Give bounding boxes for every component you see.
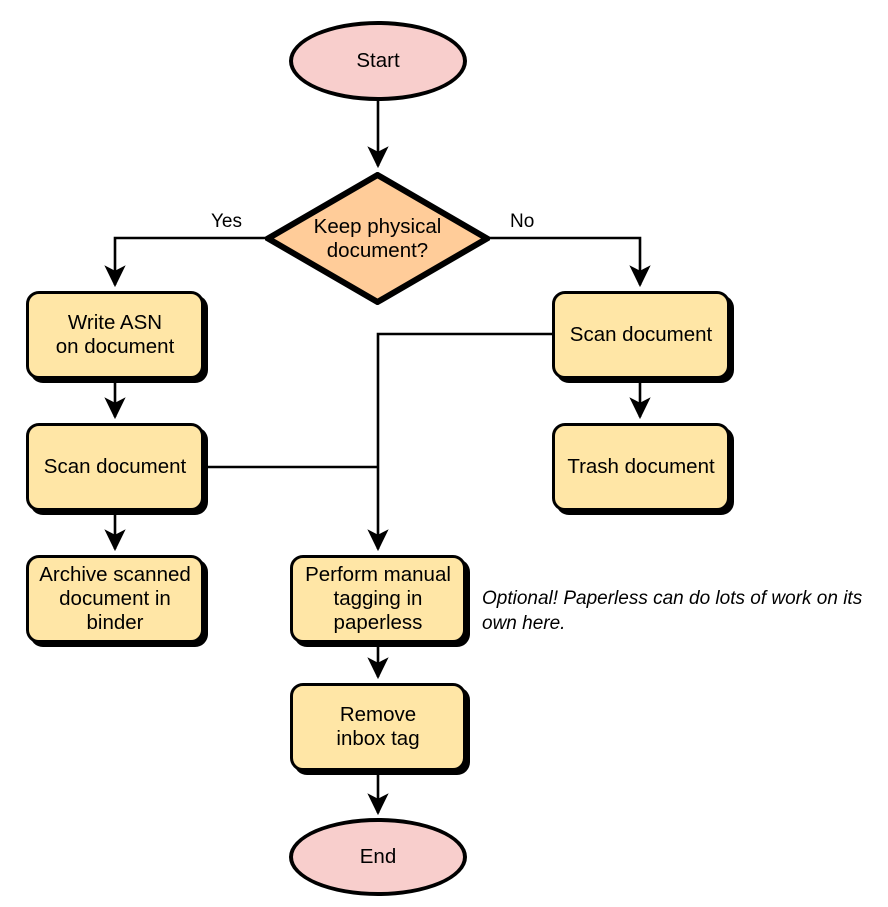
node-remove-inbox-tag-label: Remove inbox tag	[336, 703, 420, 750]
edge-decision-yes-to-write-asn	[104, 236, 265, 288]
node-trash-document[interactable]: Trash document	[552, 423, 730, 511]
node-start-label: Start	[356, 49, 400, 73]
node-start[interactable]: Start	[289, 21, 467, 101]
node-archive-label: Archive scanned document in binder	[39, 563, 191, 634]
node-perform-manual-tagging[interactable]: Perform manual tagging in paperless	[290, 555, 466, 643]
annotation-optional-note: Optional! Paperless can do lots of work …	[482, 588, 863, 634]
edge-label-no: No	[510, 211, 535, 232]
node-end-label: End	[359, 845, 397, 869]
node-scan-document-right[interactable]: Scan document	[552, 291, 730, 379]
node-scan-document-left[interactable]: Scan document	[26, 423, 204, 511]
edge-scan-right-to-manual-tagging	[367, 332, 552, 552]
node-manual-tagging-label: Perform manual tagging in paperless	[305, 563, 451, 634]
node-decision-label: Keep physical document?	[313, 214, 442, 262]
edge-label-yes: Yes	[211, 211, 242, 232]
node-remove-inbox-tag[interactable]: Remove inbox tag	[290, 683, 466, 771]
node-scan-document-left-label: Scan document	[43, 455, 187, 479]
node-write-asn-on-document[interactable]: Write ASN on document	[26, 291, 204, 379]
node-end[interactable]: End	[289, 818, 467, 896]
node-decision-keep-physical-document[interactable]: Keep physical document?	[265, 172, 490, 305]
node-scan-document-right-label: Scan document	[569, 323, 713, 347]
edge-decision-no-to-scan-right	[490, 236, 651, 288]
node-write-asn-label: Write ASN on document	[55, 311, 175, 358]
diamond-shape	[265, 172, 490, 305]
node-trash-document-label: Trash document	[567, 455, 715, 479]
node-archive-scanned-document[interactable]: Archive scanned document in binder	[26, 555, 204, 643]
